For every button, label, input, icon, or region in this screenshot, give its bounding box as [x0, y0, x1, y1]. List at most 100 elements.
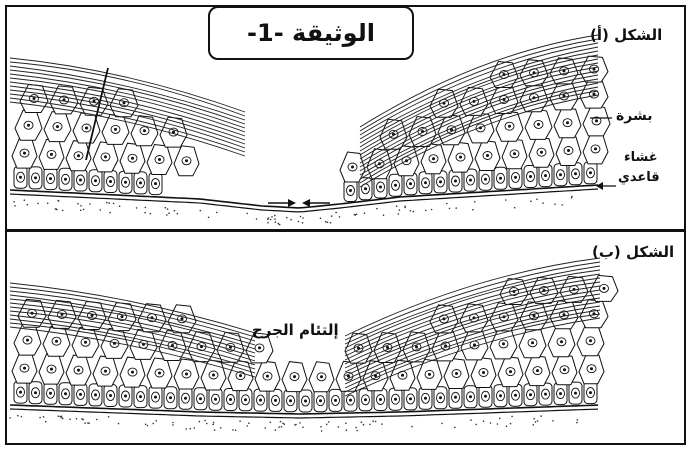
dermis-dot	[284, 423, 286, 425]
cell-nucleolus	[104, 370, 107, 373]
dermis-dot	[58, 200, 60, 202]
cell-nucleolus	[544, 393, 547, 396]
cell-nucleolus	[544, 174, 547, 177]
cell-nucleolus	[50, 368, 53, 371]
basal-membrane-label-line1: غشاء	[624, 150, 658, 165]
basal-membrane-label-line2: قاعدي	[618, 170, 660, 185]
cell-nucleolus	[94, 393, 97, 396]
cell-nucleolus	[79, 179, 82, 182]
dermis-dot	[21, 416, 23, 418]
dermis-dot	[62, 210, 64, 212]
dermis-dot	[208, 217, 210, 219]
dermis-dot	[404, 207, 406, 209]
dermis-dot	[330, 222, 332, 224]
cell-nucleolus	[351, 166, 354, 169]
dermis-dot	[145, 207, 147, 209]
cell-nucleolus	[77, 154, 80, 157]
dermis-dot	[118, 423, 120, 425]
cell-nucleolus	[334, 399, 337, 402]
cell-nucleolus	[394, 184, 397, 187]
dermis-dot	[298, 221, 300, 223]
dermis-dot	[43, 416, 45, 418]
dermis-dot	[576, 422, 578, 424]
dermis-dot	[61, 416, 63, 418]
dermis-dot	[474, 201, 476, 203]
dermis-dot	[475, 424, 477, 426]
cell-nucleolus	[23, 152, 26, 155]
dermis-dot	[533, 424, 535, 426]
dermis-dot	[410, 210, 412, 212]
dermis-dot	[497, 423, 499, 425]
dermis-dot	[530, 200, 532, 202]
dermis-dot	[381, 423, 383, 425]
dermis-dot	[194, 427, 196, 429]
dermis-dot	[69, 419, 71, 421]
cell-nucleolus	[566, 121, 569, 124]
dermis-dot	[455, 207, 457, 209]
cell-nucleolus	[109, 394, 112, 397]
dermis-dot	[552, 420, 554, 422]
cell-nucleolus	[484, 178, 487, 181]
dermis-dot	[152, 423, 154, 425]
cell-nucleolus	[84, 341, 87, 344]
dermis-dot	[278, 426, 280, 428]
dermis-dot	[396, 205, 398, 207]
cell-nucleolus	[85, 127, 88, 130]
cell-nucleolus	[424, 397, 427, 400]
dermis-dot	[189, 428, 191, 430]
dermis-dot	[335, 212, 337, 214]
basal-membrane-line	[10, 189, 598, 212]
cell-nucleolus	[364, 187, 367, 190]
dermis-dot	[490, 422, 492, 424]
dermis-dot	[355, 427, 357, 429]
cell-nucleolus	[364, 398, 367, 401]
cell-nucleolus	[428, 373, 431, 376]
dermis-dot	[510, 423, 512, 425]
dermis-dot	[376, 208, 378, 210]
cell-nucleolus	[79, 393, 82, 396]
dermis-dot	[213, 422, 215, 424]
cell-nucleolus	[158, 158, 161, 161]
dermis-dot	[369, 424, 371, 426]
cell-nucleolus	[94, 179, 97, 182]
cell-nucleolus	[33, 97, 36, 100]
dermis-dot	[144, 212, 146, 214]
dermis-dot	[441, 423, 443, 425]
cell-nucleolus	[454, 180, 457, 183]
dermis-dot	[271, 216, 273, 218]
dermis-dot	[554, 203, 556, 205]
cell-nucleolus	[34, 176, 37, 179]
dermis-dot	[506, 425, 508, 427]
dermis-dot	[327, 222, 329, 224]
cell-nucleolus	[26, 339, 29, 342]
cell-nucleolus	[482, 371, 485, 374]
cell-nucleolus	[212, 374, 215, 377]
wound-healing-label: إلتئام الجرح	[252, 321, 339, 339]
cell-nucleolus	[502, 342, 505, 345]
dermis-dot	[166, 214, 168, 216]
cell-nucleolus	[320, 375, 323, 378]
cell-nucleolus	[259, 399, 262, 402]
dermis-dot	[282, 422, 284, 424]
dermis-dot	[449, 208, 451, 210]
dermis-dot	[165, 207, 167, 209]
dermis-dot	[302, 427, 304, 429]
cell-nucleolus	[560, 340, 563, 343]
dermis-dot	[535, 421, 537, 423]
dermis-dot	[278, 223, 280, 225]
cell-nucleolus	[27, 124, 30, 127]
cell-nucleolus	[459, 156, 462, 159]
cell-nucleolus	[158, 372, 161, 375]
cell-nucleolus	[23, 367, 26, 370]
dermis-dot	[361, 421, 363, 423]
cell-nucleolus	[56, 125, 59, 128]
cell-nucleolus	[185, 159, 188, 162]
dermis-dot	[204, 420, 206, 422]
dermis-dot	[267, 222, 269, 224]
cell-nucleolus	[559, 173, 562, 176]
figure-b-tissue-drawing	[9, 258, 618, 432]
cell-nucleolus	[455, 372, 458, 375]
dermis-dot	[172, 422, 174, 424]
cell-nucleolus	[19, 176, 22, 179]
dermis-dot	[13, 201, 15, 203]
